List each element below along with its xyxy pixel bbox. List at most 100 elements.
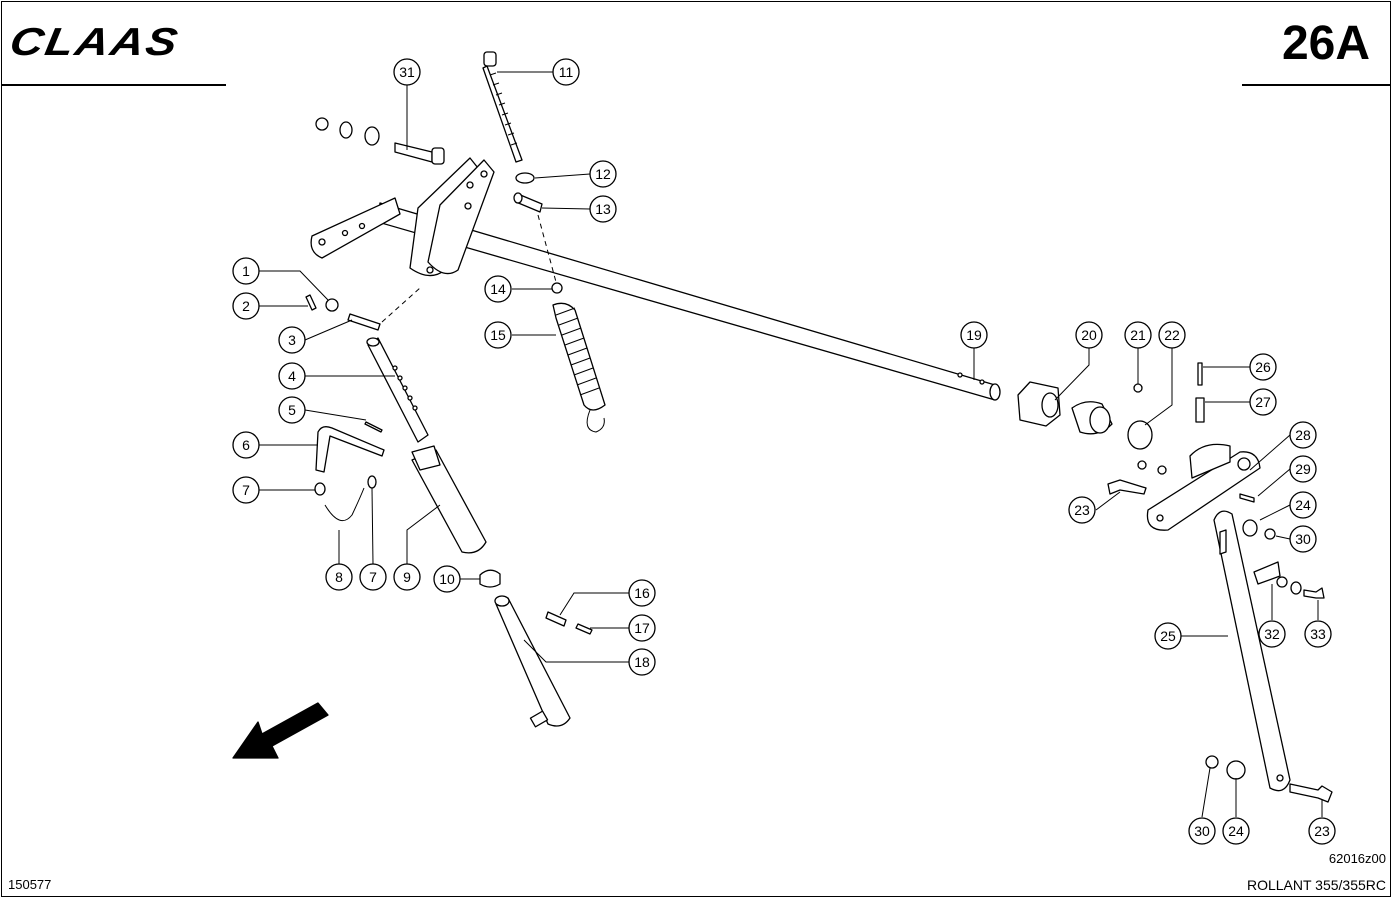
callout-circle [484, 275, 512, 303]
callout-number: 10 [439, 571, 455, 587]
cap-10-drawing [479, 569, 501, 588]
callout-circle [232, 476, 260, 504]
callout-11-adjusting-screw: 11 [552, 58, 580, 86]
callout-number: 28 [1295, 427, 1311, 443]
callout-circle [1075, 321, 1103, 349]
callout-29-bolt: 29 [1289, 455, 1317, 483]
callout-number: 25 [1160, 628, 1176, 644]
callout-14-nut: 14 [484, 275, 512, 303]
callout-number: 11 [559, 64, 574, 80]
callout-23-bolt: 23 [1308, 817, 1336, 845]
pin-3-drawing [347, 313, 381, 331]
callout-7-ring: 7 [232, 476, 260, 504]
callout-circle [1289, 421, 1317, 449]
rod-18-drawing [494, 595, 571, 728]
callout-circle [589, 195, 617, 223]
callout-circle [1124, 321, 1152, 349]
callout-number: 17 [634, 620, 650, 636]
callout-circle [1289, 455, 1317, 483]
callout-number: 12 [595, 166, 611, 182]
mounting-plate-drawing [310, 197, 401, 259]
callout-number: 24 [1295, 497, 1311, 513]
callout-circle [1068, 496, 1096, 524]
callout-1-nut: 1 [232, 257, 260, 285]
callout-2-cotter-pin: 2 [232, 292, 260, 320]
washer-12-drawing [515, 172, 535, 184]
callout-24-washer: 24 [1222, 817, 1250, 845]
washer-33b-drawing [1290, 581, 1302, 595]
callout-31-bolt: 31 [393, 58, 421, 86]
callout-28-arm: 28 [1289, 421, 1317, 449]
callout-4-adjusting-tube: 4 [278, 362, 306, 390]
callout-23-bolt: 23 [1068, 496, 1096, 524]
callout-circle [393, 58, 421, 86]
document-number: 150577 [8, 877, 52, 892]
callout-19-shaft: 19 [960, 321, 988, 349]
callout-number: 19 [966, 327, 982, 343]
callout-number: 23 [1074, 502, 1090, 518]
model-name: ROLLANT 355/355RC [1246, 877, 1386, 893]
bracket-32-drawing [1253, 561, 1281, 585]
collar-20b-drawing [1071, 401, 1113, 435]
callout-32-bracket: 32 [1258, 620, 1286, 648]
callout-circle [232, 431, 260, 459]
callout-number: 7 [369, 569, 377, 585]
callout-circle [278, 326, 306, 354]
callout-number: 13 [595, 201, 611, 217]
grease-nipple-21-drawing [1133, 383, 1143, 393]
link-bar-25-drawing [1213, 510, 1291, 792]
pin-27-drawing [1195, 397, 1205, 423]
callout-circle [484, 321, 512, 349]
callout-circle [278, 362, 306, 390]
bearing-20-drawing [1017, 381, 1061, 427]
pin-26-drawing [1197, 362, 1203, 386]
collar-22-drawing [1127, 420, 1153, 450]
callout-number: 3 [288, 332, 296, 348]
bolt-33-drawing [1303, 587, 1325, 599]
direction-arrow [232, 702, 329, 759]
callout-circle [1154, 622, 1182, 650]
callout-number: 30 [1295, 531, 1311, 547]
callout-number: 30 [1194, 823, 1210, 839]
bolt-31-drawing [315, 117, 445, 165]
bolt-29-drawing [1239, 493, 1255, 503]
callout-12-washer: 12 [589, 160, 617, 188]
callout-circle [325, 563, 353, 591]
callout-number: 5 [288, 402, 296, 418]
bolt-23-drawing [1107, 479, 1147, 495]
arm-28-drawing [1137, 443, 1261, 531]
callout-10-cap: 10 [433, 565, 461, 593]
callout-number: 16 [634, 585, 650, 601]
bracket-drawing [409, 157, 495, 277]
lever-6-drawing [315, 426, 385, 473]
callout-circle [393, 563, 421, 591]
callout-16-pin: 16 [628, 579, 656, 607]
callout-8-chain: 8 [325, 563, 353, 591]
ring-7b-drawing [367, 475, 377, 489]
callout-5-pin: 5 [278, 396, 306, 424]
callout-30-nut: 30 [1289, 525, 1317, 553]
callout-6-lever: 6 [232, 431, 260, 459]
cotter-pin-2-drawing [305, 294, 317, 311]
callout-circle [960, 321, 988, 349]
sleeve-13-drawing [513, 192, 543, 213]
callout-number: 4 [288, 368, 296, 384]
callout-number: 6 [242, 437, 250, 453]
callout-number: 2 [242, 298, 250, 314]
washer-24b-drawing [1226, 760, 1246, 780]
callout-circle [1289, 525, 1317, 553]
callout-number: 33 [1310, 626, 1326, 642]
callout-circle [628, 614, 656, 642]
callout-27-pin: 27 [1249, 388, 1277, 416]
callout-24-washer: 24 [1289, 491, 1317, 519]
callout-17-pin: 17 [628, 614, 656, 642]
callout-number: 22 [1164, 327, 1180, 343]
page-number: 26A [1281, 17, 1370, 70]
callout-21-grease-nipple: 21 [1124, 321, 1152, 349]
callout-circle [1308, 817, 1336, 845]
callout-circle [1222, 817, 1250, 845]
callout-26-pin: 26 [1249, 353, 1277, 381]
callout-18-rod: 18 [628, 648, 656, 676]
callout-number: 1 [242, 263, 250, 279]
